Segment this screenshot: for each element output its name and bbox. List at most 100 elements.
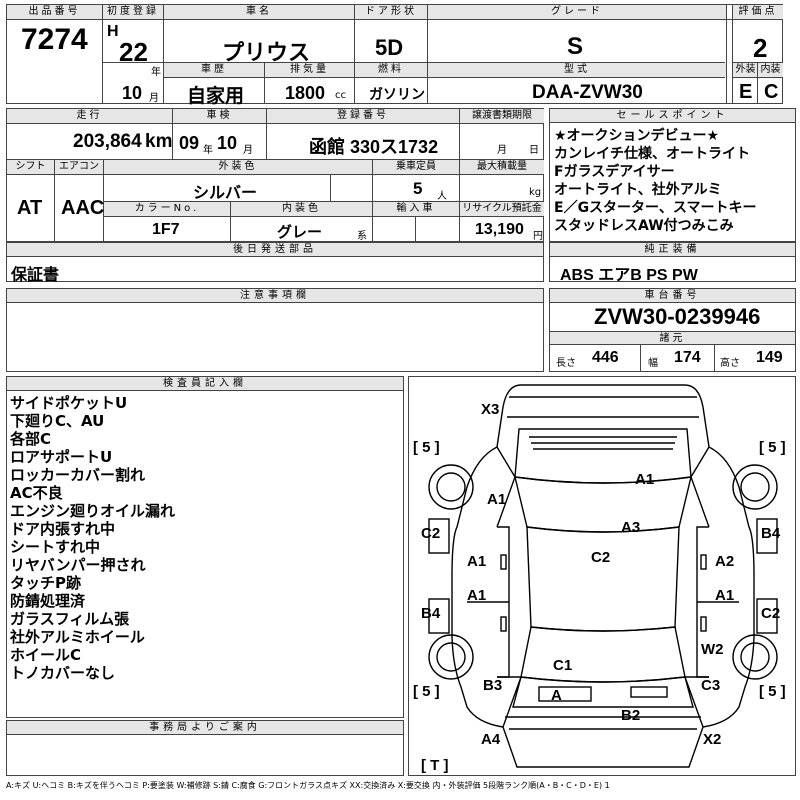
hdr-score: 評価点 xyxy=(733,5,783,19)
hdr-inspector: 検査員記入欄 xyxy=(7,377,403,391)
hdr-car-name: 車名 xyxy=(164,5,354,19)
right-c-pillar xyxy=(684,676,709,728)
hdr-lot-no: 出品番号 xyxy=(7,5,102,19)
insp-year-unit: 年 xyxy=(203,145,213,156)
hdr-transfer: 譲渡書類期限 xyxy=(460,109,544,123)
rear-glass xyxy=(520,626,686,683)
chassis: ZVW30-0239946 xyxy=(594,304,761,329)
top-info-box: 出品番号 初度登録 車名 ドア形状 グレード 評価点 7274 H 22 年 プ… xyxy=(6,4,783,107)
tire-t-tread: [ T ] xyxy=(421,757,449,774)
inspector-note: ドア内張すれ中 xyxy=(10,520,116,538)
recycle-unit: 円 xyxy=(533,231,543,242)
hdr-aircon: エアコン xyxy=(55,160,103,174)
hdr-office: 事務局よりご案内 xyxy=(7,721,403,735)
inspector-note: ロアサポートU xyxy=(10,448,113,466)
insp-month: 10 xyxy=(217,133,238,153)
shift: AT xyxy=(17,197,43,219)
inspector-note: リヤバンパー押され xyxy=(10,556,146,574)
year: 22 xyxy=(119,37,148,67)
inspector-note: 各部C xyxy=(10,430,52,448)
tire-fl xyxy=(428,464,474,510)
int-color-unit: 系 xyxy=(357,231,367,242)
length: 446 xyxy=(592,349,619,366)
hdr-reg-no: 登録番号 xyxy=(267,109,459,123)
hdr-door: ドア形状 xyxy=(355,5,427,19)
side-right-rear xyxy=(756,598,778,634)
mark-c2-roof: C2 xyxy=(591,549,611,566)
aircon: AAC xyxy=(61,197,105,219)
mark-c3: C3 xyxy=(701,677,721,694)
car-diagram-svg xyxy=(428,384,778,768)
mark-a1-left-fender: A1 xyxy=(487,491,507,508)
genuine: ABS エアB PS PW xyxy=(560,267,698,284)
trunk xyxy=(512,676,694,708)
tire-rr xyxy=(732,634,778,680)
door-handle-lf xyxy=(500,554,507,570)
displacement-unit: cc xyxy=(335,90,346,101)
hdr-exterior: 外装 xyxy=(733,63,758,77)
hdr-mileage: 走行 xyxy=(7,109,172,123)
sales-point: E／Gスターター、スマートキー xyxy=(554,200,757,216)
hdr-fuel: 燃料 xyxy=(355,63,427,77)
tire-rl xyxy=(428,634,474,680)
trunk-badge xyxy=(630,686,668,698)
lot-no: 7274 xyxy=(21,23,88,56)
model: DAA-ZVW30 xyxy=(532,82,643,103)
door-handle-rf xyxy=(700,554,707,570)
inspector-note: ガラスフィルム張 xyxy=(10,610,130,628)
car-diagram-box: [ 5 ] [ 5 ] [ 5 ] [ 5 ] [ T ] X3 A1 A1 A… xyxy=(408,376,796,776)
tire-rr-inner xyxy=(740,642,770,672)
hdr-recycle: リサイクル預託金 xyxy=(460,202,544,216)
mark-b4-left: B4 xyxy=(421,605,441,622)
height-label: 高さ xyxy=(720,358,740,369)
notes-box: 注意事項欄 xyxy=(6,288,544,372)
mark-a1-ld-front: A1 xyxy=(467,553,487,570)
hdr-grade: グレード xyxy=(428,5,726,19)
displacement: 1800 xyxy=(285,83,326,103)
mileage: 203,864 xyxy=(73,131,142,152)
mark-b4-right: B4 xyxy=(761,525,781,542)
hdr-sales-points: セールスポイント xyxy=(550,109,795,123)
car-name: プリウス xyxy=(222,40,311,65)
sales-point: オートライト、社外アルミ xyxy=(554,182,722,198)
sales-point: ★オークションデビュー★ xyxy=(554,128,720,144)
mark-b2: B2 xyxy=(621,707,641,724)
mileage-unit: km xyxy=(145,131,173,152)
hdr-max-load: 最大積載量 xyxy=(460,160,544,174)
door-handle-rr xyxy=(700,616,707,632)
inspector-box: 検査員記入欄 サイドポケットU 下廻りC、AU 各部C ロアサポートU ロッカー… xyxy=(6,376,404,718)
inspector-note: ロッカーカバー割れ xyxy=(10,466,146,484)
sales-points-box: セールスポイント ★オークションデビュー★ カンレイチ仕様、オートライト Fガラ… xyxy=(549,108,796,242)
width: 174 xyxy=(674,349,701,366)
mark-c2-left: C2 xyxy=(421,525,441,542)
mark-a1-hood: A1 xyxy=(635,471,655,488)
hdr-inspection: 車検 xyxy=(173,109,266,123)
mark-c1: C1 xyxy=(553,657,573,674)
front-bumper xyxy=(507,396,699,418)
hdr-specs: 諸元 xyxy=(550,331,795,345)
hdr-notes: 注意事項欄 xyxy=(7,289,543,303)
front-grille xyxy=(529,436,677,450)
car-body-outline xyxy=(451,384,755,768)
mark-b3: B3 xyxy=(483,677,503,694)
hdr-ext-color: 外装色 xyxy=(104,160,372,174)
detail-box: 走行 車検 登録番号 譲渡書類期限 203,864 km 09 年 10 月 函… xyxy=(6,108,544,242)
mark-a1-ld-rear: A1 xyxy=(467,587,487,604)
mark-a2-rd-front: A2 xyxy=(715,553,735,570)
hdr-int-color: 内装色 xyxy=(231,202,372,216)
hdr-history: 車歴 xyxy=(164,63,264,77)
mark-a1-rd-rear: A1 xyxy=(715,587,735,604)
transfer-month: 月 xyxy=(497,145,507,156)
mark-x2: X2 xyxy=(703,731,722,748)
inspector-note: エンジン廻りオイル漏れ xyxy=(10,502,176,520)
mark-a3: A3 xyxy=(621,519,641,536)
tire-fl-tread: [ 5 ] xyxy=(413,439,440,456)
mark-c2-right: C2 xyxy=(761,605,781,622)
inspector-list: サイドポケットU 下廻りC、AU 各部C ロアサポートU ロッカーカバー割れ A… xyxy=(10,394,175,682)
hdr-genuine: 純正装備 xyxy=(550,243,795,257)
tire-fr-tread: [ 5 ] xyxy=(759,439,786,456)
legend: A:キズ U:ヘコミ B:キズを伴うヘコミ P:要塗装 W:補修跡 S:錆 C:… xyxy=(6,781,610,790)
inspector-note: トノカバーなし xyxy=(10,664,116,682)
hdr-first-reg: 初度登録 xyxy=(103,5,163,19)
reg-no: 函館 330ス1732 xyxy=(309,137,439,157)
